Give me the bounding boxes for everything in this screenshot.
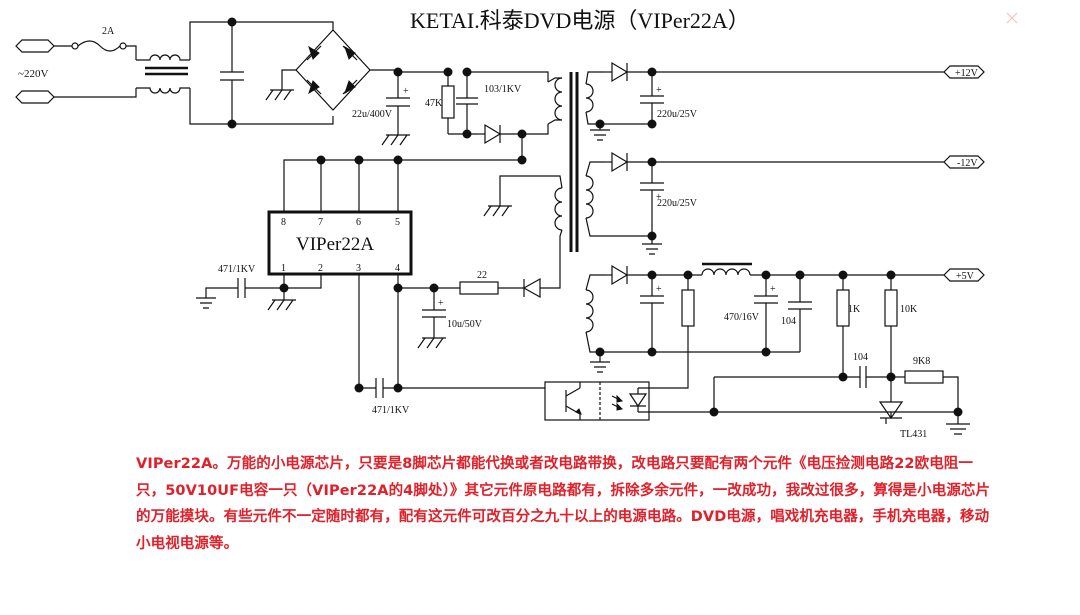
svg-text:+: +	[770, 284, 776, 295]
fb-r1-label: 1K	[848, 304, 861, 315]
vdd-cap-label: 10u/50V	[447, 319, 483, 330]
minus12-cap-label: 220u/25V	[657, 198, 698, 209]
fb-cap-label: 104	[853, 352, 868, 363]
ac-input-section: ~220V 2A	[15, 17, 334, 129]
svg-text:+: +	[403, 86, 409, 97]
pin4: 4	[395, 263, 400, 274]
bulk-capacitor: + 22u/400V	[352, 67, 448, 146]
tl431-label: TL431	[900, 429, 927, 440]
snubber-r-label: 47K	[425, 98, 443, 109]
pin8: 8	[281, 217, 286, 228]
fb-cap-pin3-label: 471/1KV	[372, 405, 410, 416]
vdd-resistor-label: 22	[477, 270, 487, 281]
plus5-label: +5V	[956, 271, 975, 282]
mains-label: ~220V	[18, 68, 48, 80]
optocoupler	[398, 381, 650, 421]
pin1-cap-label: 471/1KV	[218, 264, 256, 275]
viper22a-ic: VIPer22A 8 7 6 5 1 2 3 4 471/1KV 471/1KV	[196, 134, 545, 416]
svg-text:+: +	[656, 192, 662, 203]
svg-text:+: +	[438, 298, 444, 309]
plus12-label: +12V	[955, 68, 979, 79]
plus5-cap-label: 470/16V	[724, 312, 760, 323]
pin6: 6	[356, 217, 361, 228]
terminal-minus12	[943, 155, 985, 169]
output-minus12: + 220u/25V -12V	[605, 151, 985, 255]
description-note: VIPer22A。万能的小电源芯片，只要是8脚芯片都能代换或者改电路带换，改电路…	[136, 456, 991, 552]
output-plus5: + + 470/16V 104 +5V	[590, 262, 985, 389]
schematic-diagram: KETAI.科泰DVD电源（VIPer22A） ~220V 2A	[15, 8, 985, 440]
pin2: 2	[318, 263, 323, 274]
terminal-n	[15, 90, 55, 104]
diagram-title: KETAI.科泰DVD电源（VIPer22A）	[410, 8, 750, 33]
pin7: 7	[318, 217, 323, 228]
minus12-label: -12V	[957, 158, 978, 169]
bridge-rectifier	[265, 29, 398, 111]
ic-name: VIPer22A	[296, 234, 374, 255]
snubber-c-label: 103/1KV	[484, 84, 522, 95]
bulk-cap-label: 22u/400V	[352, 109, 393, 120]
fuse-label: 2A	[102, 26, 115, 37]
terminal-l	[15, 39, 55, 53]
output-plus12: + 220u/25V +12V	[590, 61, 985, 141]
pin5: 5	[395, 217, 400, 228]
terminal-plus12	[943, 65, 985, 79]
terminal-plus5	[943, 268, 985, 282]
close-icon[interactable]	[1004, 10, 1020, 26]
rcd-snubber: 47K 103/1KV	[425, 67, 549, 145]
plus5-cap2-label: 104	[781, 316, 796, 327]
pin3: 3	[356, 263, 361, 274]
feedback-network: 1K 10K 104 9K8 TL431	[650, 270, 970, 440]
common-mode-choke	[136, 21, 232, 125]
fb-r2-label: 10K	[900, 304, 918, 315]
plus12-cap-label: 220u/25V	[657, 109, 698, 120]
svg-text:+: +	[656, 85, 662, 96]
svg-text:+: +	[656, 284, 662, 295]
transformer	[483, 71, 652, 353]
pin1: 1	[281, 263, 286, 274]
fb-r3-label: 9K8	[913, 356, 930, 367]
